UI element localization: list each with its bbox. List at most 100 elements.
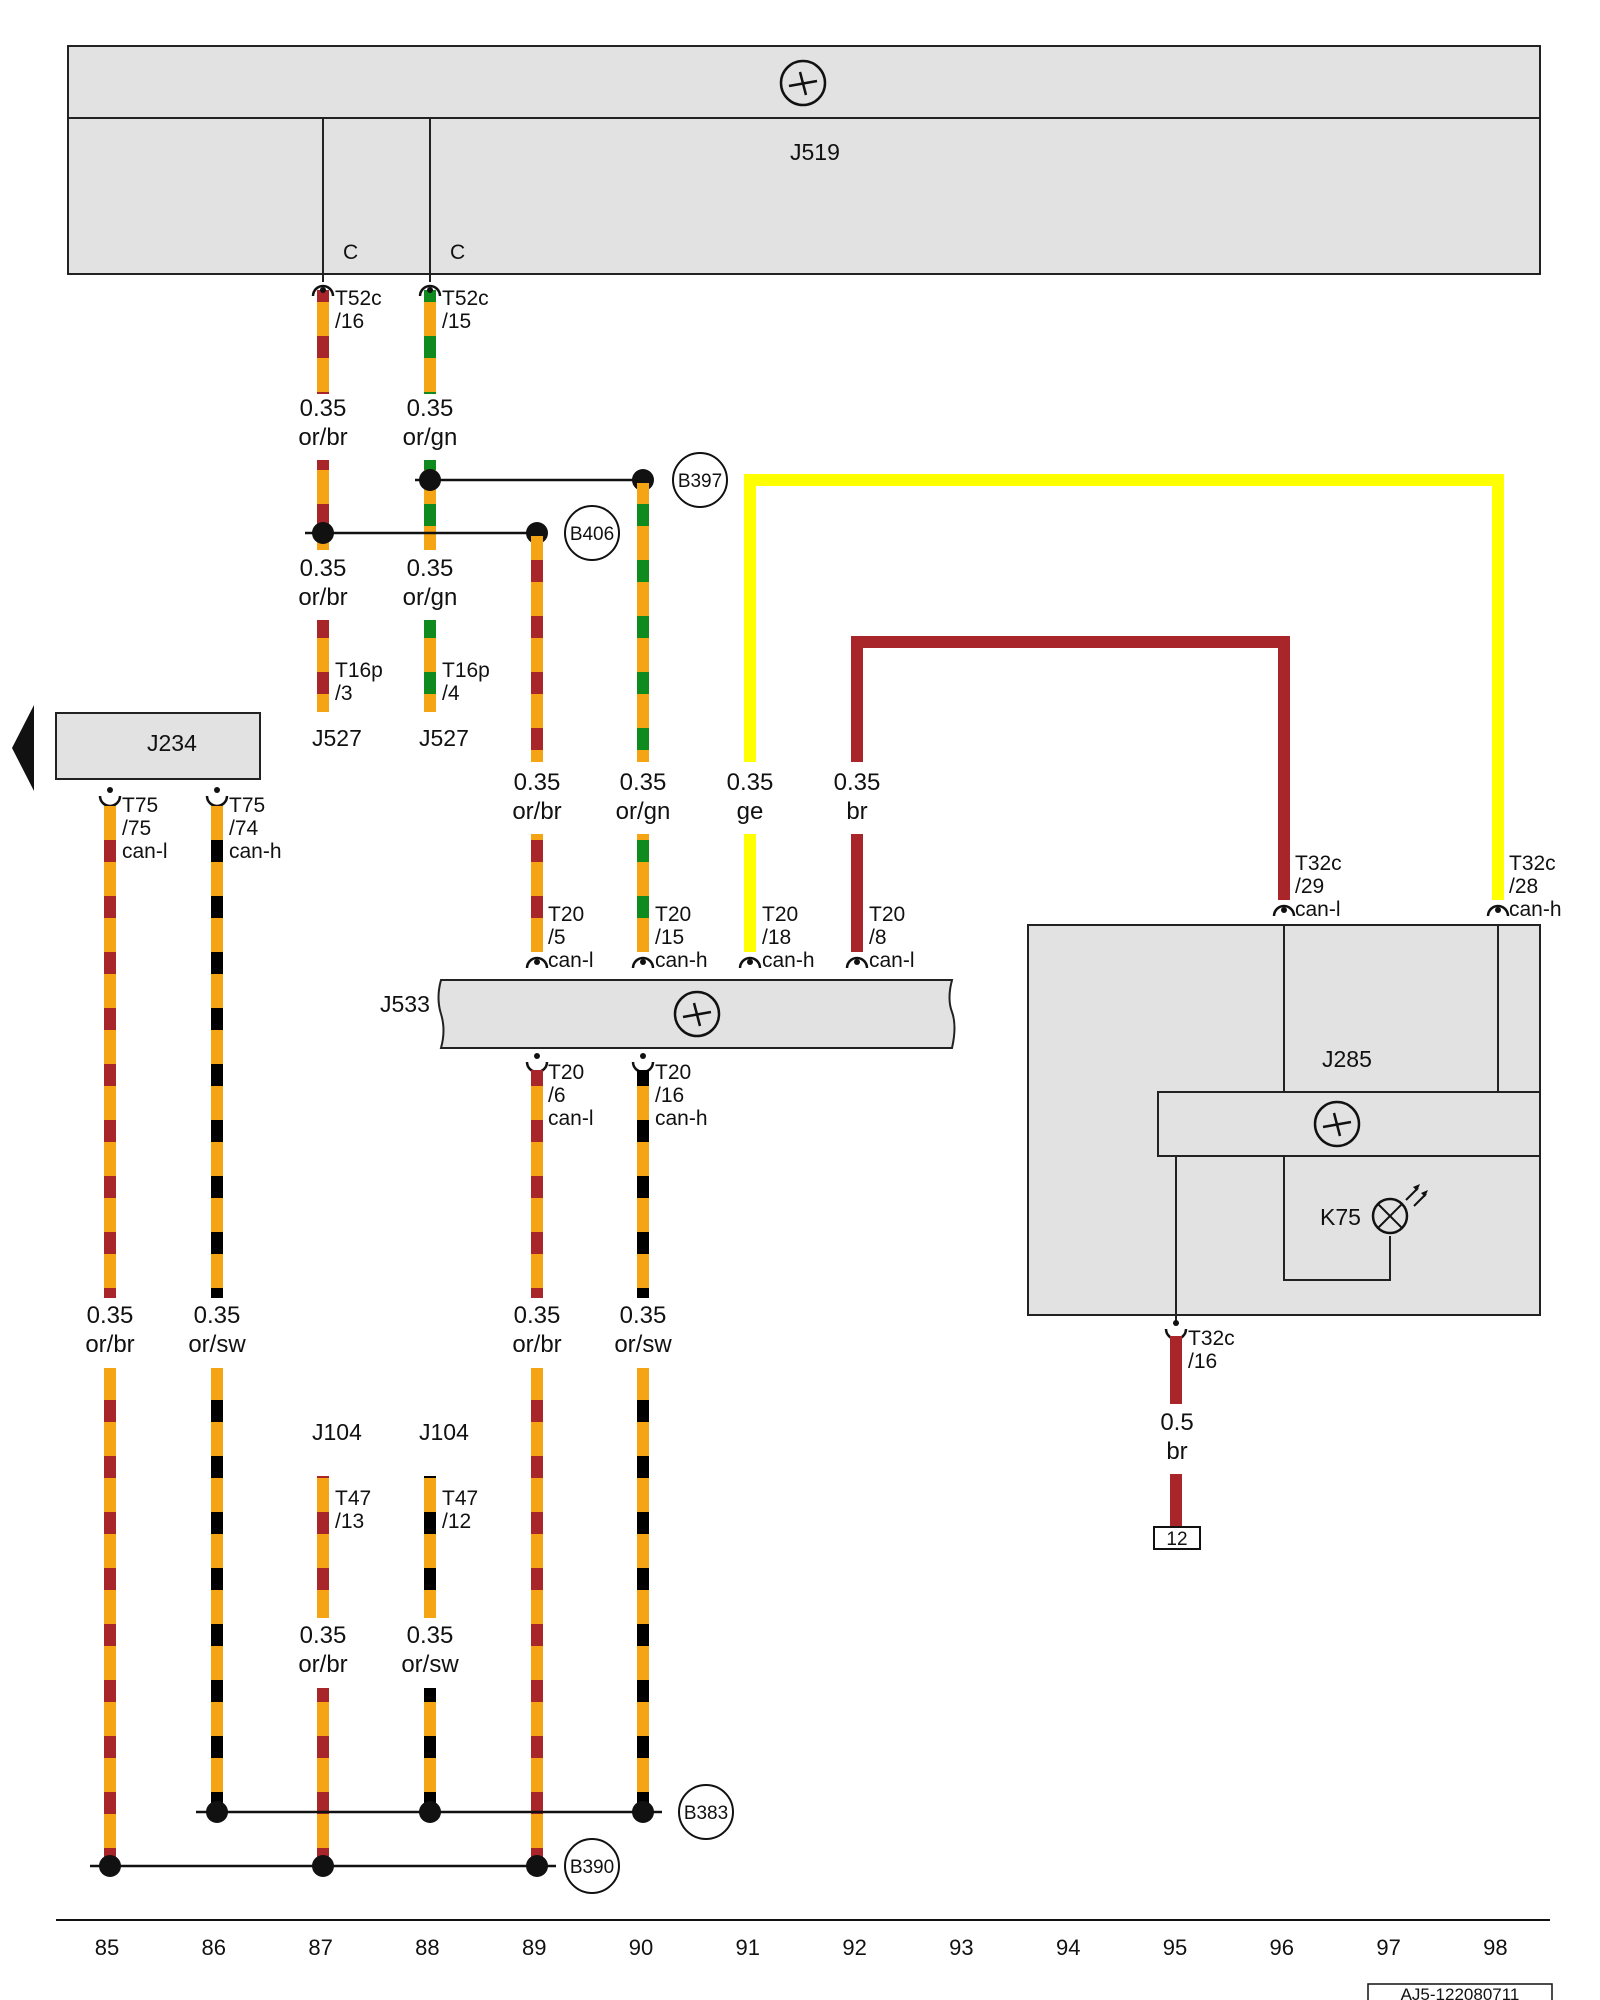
- splice-b406: B406: [305, 505, 620, 561]
- j519-pin-c-2: C: [450, 241, 465, 264]
- connector-t32c-16: T32c /16: [1164, 1320, 1235, 1373]
- column-number: 86: [202, 1935, 226, 1960]
- wire-yellow-can-h: [744, 474, 1504, 952]
- wire-b397-j533: [637, 483, 649, 764]
- wire-t20-6: [531, 1070, 543, 1298]
- pin-t20-15-a: T20: [655, 903, 691, 926]
- wire-size-w10: 0.35: [194, 1302, 241, 1329]
- wire-color-w1: or/br: [298, 424, 347, 451]
- wire-size-w14: 0.35: [407, 1622, 454, 1649]
- pin-t20-5-c: can-l: [548, 949, 594, 972]
- pin-t20-15-b: /15: [655, 926, 684, 949]
- wire-t20-16: [637, 1070, 649, 1298]
- wire-size-w1: 0.35: [300, 395, 347, 422]
- connector-t75-74: T75 /74 can-h: [205, 787, 282, 863]
- j533-label: J533: [380, 991, 430, 1017]
- wire-size-w8: 0.35: [834, 769, 881, 796]
- connector-t20-16: T20 /16 can-h: [631, 1053, 708, 1130]
- column-number: 94: [1056, 1935, 1080, 1960]
- wire-color-w8: br: [846, 798, 867, 825]
- wire-j533-t20-5: [531, 834, 543, 952]
- connector-t52c-15: T52c /15: [418, 284, 489, 333]
- wire-size-w11: 0.35: [514, 1302, 561, 1329]
- column-number: 96: [1270, 1935, 1294, 1960]
- pin-t75-75-c: can-l: [122, 840, 168, 863]
- wire-size-w15: 0.5: [1160, 1409, 1193, 1436]
- reference-box: [1367, 1983, 1553, 2000]
- column-number: 97: [1376, 1935, 1400, 1960]
- pin-t32c29-a: T32c: [1295, 852, 1342, 875]
- j519-pin-c-1: C: [343, 241, 358, 264]
- j234-airbag-unit: J234: [12, 705, 261, 791]
- reference-code: AJ5-122080711: [1401, 1985, 1520, 2000]
- pin-t16p4-a: T16p: [442, 659, 490, 682]
- pin-t32c16-a: T32c: [1188, 1327, 1235, 1350]
- wire-t47-12-lower: [424, 1688, 436, 1812]
- pin-t20-8-c: can-l: [869, 949, 915, 972]
- connector-t20-15: T20 /15 can-h: [631, 903, 708, 972]
- ground-label: 12: [1166, 1529, 1187, 1550]
- j527-label-2: J527: [419, 725, 469, 751]
- column-number: 91: [736, 1935, 760, 1960]
- wire-color-w14: or/sw: [401, 1651, 459, 1678]
- b406-label: B406: [570, 524, 614, 545]
- wire-t47-12: [424, 1476, 436, 1618]
- wire-j533-t20-15: [637, 834, 649, 952]
- column-number: 98: [1483, 1935, 1507, 1960]
- electronic-module-icon: [1313, 1100, 1361, 1148]
- pin-t20-16-a: T20: [655, 1061, 691, 1084]
- pin-t47-12-b: /12: [442, 1510, 471, 1533]
- column-number: 88: [415, 1935, 439, 1960]
- pin-t20-16-b: /16: [655, 1084, 684, 1107]
- wire-t75-75-lower: [104, 1368, 116, 1866]
- electronic-module-icon: [779, 59, 827, 107]
- wire-size-w4: 0.35: [407, 555, 454, 582]
- wire-size-w2: 0.35: [407, 395, 454, 422]
- b397-label: B397: [678, 471, 722, 492]
- pin-t20-18-b: /18: [762, 926, 791, 949]
- wire-color-w2: or/gn: [403, 424, 458, 451]
- wire-b406-j533: [531, 536, 543, 764]
- pin-t47-12-a: T47: [442, 1487, 478, 1510]
- wire-color-w3: or/br: [298, 584, 347, 611]
- pin-t52c15-a: T52c: [442, 287, 489, 310]
- wire-color-w15: br: [1166, 1438, 1187, 1465]
- b383-label: B383: [684, 1803, 728, 1824]
- wire-t20-6-lower: [531, 1368, 543, 1866]
- wire-size-w12: 0.35: [620, 1302, 667, 1329]
- wire-t32c16: [1170, 1336, 1182, 1404]
- wire-t52c15: [424, 290, 436, 712]
- pin-t47-13-a: T47: [335, 1487, 371, 1510]
- wire-color-w5: or/br: [512, 798, 561, 825]
- pin-t32c28-c: can-h: [1509, 898, 1562, 921]
- splice-b390: B390: [90, 1838, 620, 1894]
- wire-t75-75: [104, 806, 116, 1298]
- pin-t52c16-b: /16: [335, 310, 364, 333]
- column-number: 85: [95, 1935, 119, 1960]
- wire-t52c16: [317, 290, 329, 712]
- wire-color-w10: or/sw: [188, 1331, 246, 1358]
- connector-t20-18: T20 /18 can-h: [738, 903, 815, 972]
- j527-label-1: J527: [312, 725, 362, 751]
- wire-color-w12: or/sw: [614, 1331, 672, 1358]
- wire-t47-13-lower: [317, 1688, 329, 1866]
- wire-color-w4: or/gn: [403, 584, 458, 611]
- pin-t75-75-a: T75: [122, 794, 158, 817]
- pin-t20-5-b: /5: [548, 926, 566, 949]
- j104-label-1: J104: [312, 1419, 362, 1445]
- wire-size-w13: 0.35: [300, 1622, 347, 1649]
- pin-t16p4-b: /4: [442, 682, 460, 705]
- connector-t32c-28: T32c /28 can-h: [1486, 852, 1562, 921]
- pin-t16p3-b: /3: [335, 682, 353, 705]
- warning-lamp-icon: [1371, 1184, 1428, 1235]
- pin-t32c29-c: can-l: [1295, 898, 1341, 921]
- wire-size-w7: 0.35: [727, 769, 774, 796]
- pin-t20-6-a: T20: [548, 1061, 584, 1084]
- wire-t32c16-lower: [1170, 1474, 1182, 1532]
- pin-t16p3-a: T16p: [335, 659, 383, 682]
- b390-label: B390: [570, 1857, 614, 1878]
- column-number: 92: [842, 1935, 866, 1960]
- pin-t52c16-a: T52c: [335, 287, 382, 310]
- column-number: 90: [629, 1935, 653, 1960]
